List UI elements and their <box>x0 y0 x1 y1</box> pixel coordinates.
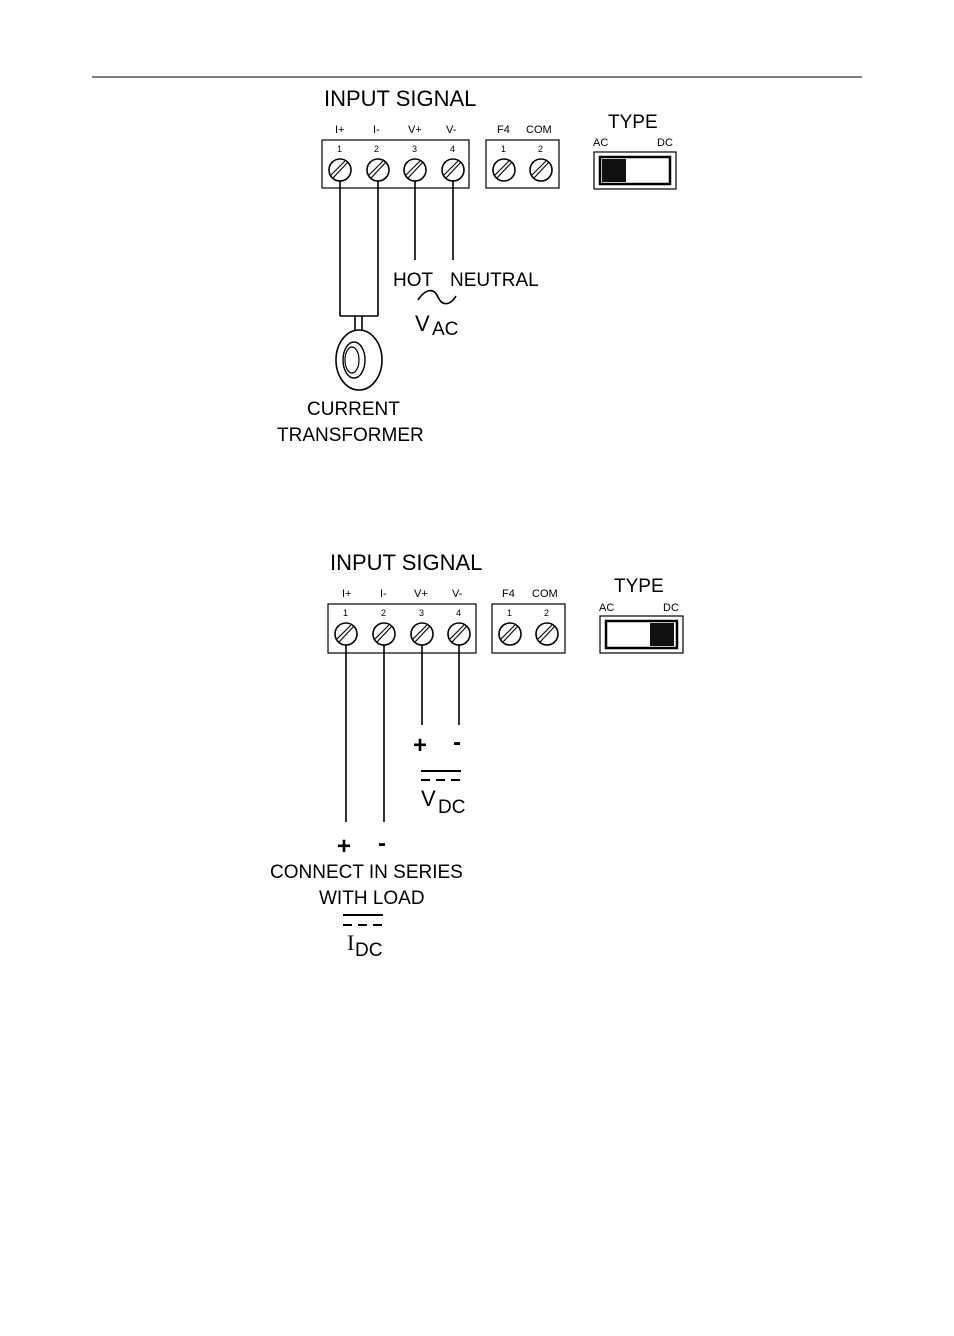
dc-switch-label-ac: AC <box>599 602 614 614</box>
dc-terminal-number-4: 4 <box>456 608 461 618</box>
dc-series-label-line1: CONNECT IN SERIES <box>270 862 463 883</box>
dc-terminal-label-v-minus: V- <box>452 588 463 600</box>
ct-label-line2: TRANSFORMER <box>277 425 424 446</box>
dc-aux-label-f4: F4 <box>502 588 515 600</box>
ac-aux-label-com: COM <box>526 124 552 136</box>
dc-series-label-line2: WITH LOAD <box>319 888 425 909</box>
dc-i-symbol: I <box>347 930 354 955</box>
ac-screw-4-icon <box>441 158 465 182</box>
ac-aux-number-2: 2 <box>538 144 543 154</box>
dc-current-symbol-icon <box>343 914 383 926</box>
dc-type-label: TYPE <box>614 576 664 597</box>
ac-neutral-label: NEUTRAL <box>450 270 539 291</box>
dc-terminal-label-i-minus: I- <box>380 588 387 600</box>
dc-aux-number-2: 2 <box>544 608 549 618</box>
dc-terminal-number-2: 2 <box>381 608 386 618</box>
dc-i-plus-sign: + <box>337 833 351 860</box>
ac-aux-screw-1-icon <box>492 158 516 182</box>
dc-terminal-number-3: 3 <box>419 608 424 618</box>
ac-terminal-label-i-plus: I+ <box>335 124 344 136</box>
ac-terminal-label-v-plus: V+ <box>408 124 422 136</box>
dc-voltage-symbol-icon <box>421 770 461 781</box>
dc-screw-2-icon <box>372 622 396 646</box>
dc-wiring-diagram: INPUT SIGNAL I+ I- V+ V- F4 COM 1 2 3 4 … <box>270 550 684 961</box>
ac-aux-screw-2-icon <box>529 158 553 182</box>
ac-type-switch[interactable] <box>593 151 677 190</box>
dc-switch-label-dc: DC <box>663 602 679 614</box>
ac-v-subscript: AC <box>432 319 458 340</box>
dc-i-subscript: DC <box>355 940 382 961</box>
ac-hot-label: HOT <box>393 270 434 291</box>
ac-terminal-number-2: 2 <box>374 144 379 154</box>
ac-terminal-label-i-minus: I- <box>373 124 380 136</box>
dc-screw-1-icon <box>334 622 358 646</box>
ac-terminal-number-1: 1 <box>337 144 342 154</box>
ac-screw-1-icon <box>328 158 352 182</box>
ac-wiring-diagram: INPUT SIGNAL I+ I- V+ V- F4 COM 1 2 3 4 … <box>277 86 677 446</box>
ac-v-symbol: V <box>415 311 430 336</box>
ac-input-signal-title: INPUT SIGNAL <box>324 86 476 111</box>
dc-terminal-number-1: 1 <box>343 608 348 618</box>
dc-input-signal-title: INPUT SIGNAL <box>330 550 482 575</box>
ac-switch-slider[interactable] <box>602 159 626 182</box>
dc-aux-screw-2-icon <box>535 622 559 646</box>
ac-terminal-number-4: 4 <box>450 144 455 154</box>
dc-v-subscript: DC <box>438 797 465 818</box>
dc-terminal-label-v-plus: V+ <box>414 588 428 600</box>
ac-switch-label-ac: AC <box>593 137 608 149</box>
ac-terminal-label-v-minus: V- <box>446 124 457 136</box>
dc-type-switch[interactable] <box>599 615 684 654</box>
dc-terminal-label-i-plus: I+ <box>342 588 351 600</box>
ac-screw-3-icon <box>403 158 427 182</box>
dc-screw-3-icon <box>410 622 434 646</box>
dc-aux-label-com: COM <box>532 588 558 600</box>
ac-aux-number-1: 1 <box>501 144 506 154</box>
dc-v-symbol: V <box>421 786 436 811</box>
ac-sine-wave-icon <box>417 289 457 305</box>
dc-v-plus-sign: + <box>413 732 427 759</box>
dc-aux-number-1: 1 <box>507 608 512 618</box>
dc-screw-4-icon <box>447 622 471 646</box>
ac-terminal-number-3: 3 <box>412 144 417 154</box>
ac-type-label: TYPE <box>608 112 658 133</box>
dc-aux-screw-1-icon <box>498 622 522 646</box>
dc-i-minus-sign: - <box>378 830 386 857</box>
ac-screw-2-icon <box>366 158 390 182</box>
ac-aux-label-f4: F4 <box>497 124 510 136</box>
current-transformer-icon <box>335 329 383 391</box>
ct-label-line1: CURRENT <box>307 399 400 420</box>
dc-v-minus-sign: - <box>453 729 461 756</box>
dc-switch-slider[interactable] <box>650 623 674 646</box>
ac-switch-label-dc: DC <box>657 137 673 149</box>
